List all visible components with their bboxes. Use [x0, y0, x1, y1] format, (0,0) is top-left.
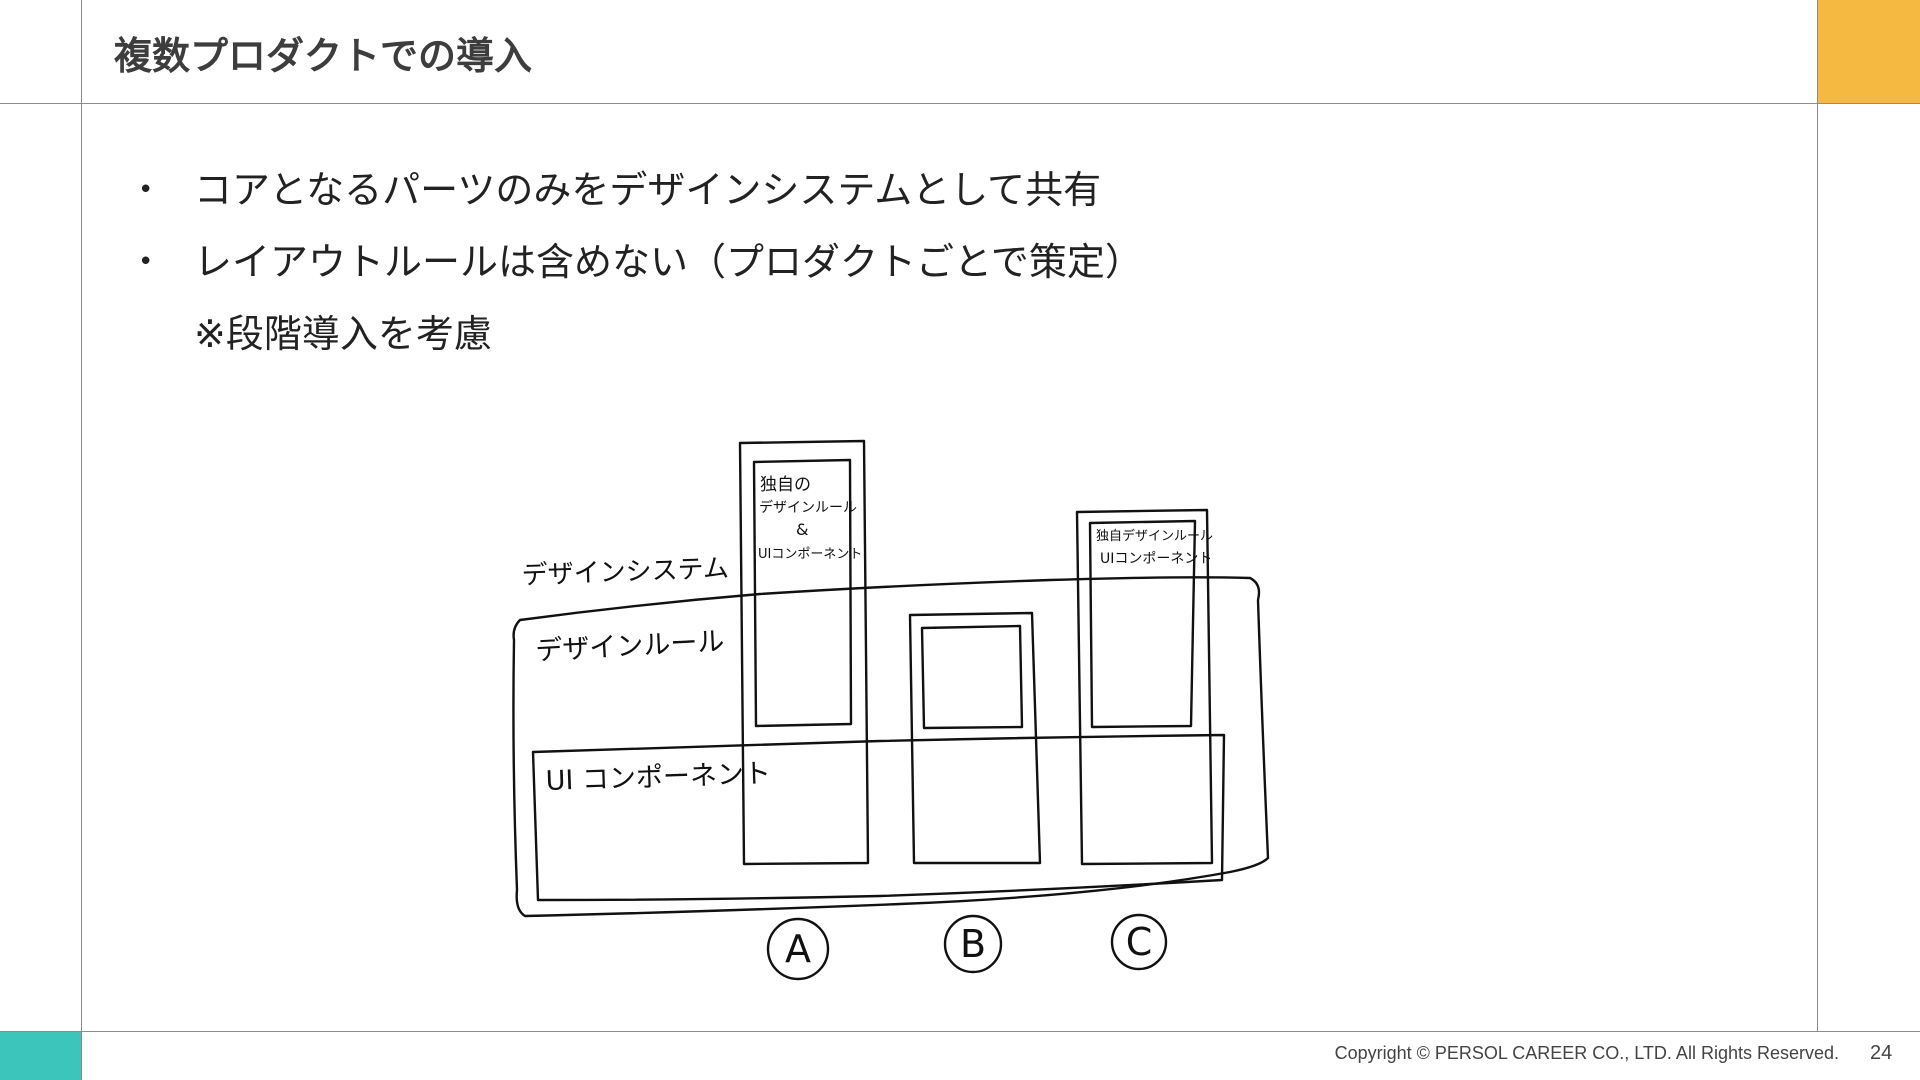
product-b-letter: B — [960, 922, 986, 966]
product-c-circle — [1110, 913, 1168, 971]
footer-divider — [0, 1031, 1920, 1032]
product-c-box-line: UIコンポーネント — [1100, 551, 1212, 567]
page-number: 24 — [1870, 1042, 1893, 1064]
left-margin-line — [81, 0, 82, 1080]
product-a-inner-box — [752, 458, 853, 728]
product-a-circle — [766, 917, 830, 981]
header-divider — [0, 103, 1920, 104]
product-c-box-line: 独自デザインルール — [1096, 528, 1213, 544]
product-a-box-line: & — [796, 520, 808, 539]
bullet-marker: • — [138, 247, 154, 277]
product-a-box-line: デザインルール — [759, 499, 857, 516]
component-layer-box — [531, 733, 1226, 902]
product-a-box-line: UIコンポーネント — [758, 547, 862, 562]
bullet-item: • コアとなるパーツのみをデザインシステムとして共有 — [138, 160, 1143, 232]
bullet-item: • レイアウトルールは含めない（プロダクトごとで策定） — [138, 232, 1143, 304]
bullet-text: コアとなるパーツのみをデザインシステムとして共有 — [194, 168, 1102, 212]
bullet-text: レイアウトルールは含めない（プロダクトごとで策定） — [194, 240, 1143, 284]
product-c-column — [1075, 508, 1214, 866]
note-text: ※段階導入を考慮 — [194, 312, 492, 356]
bullet-list: • コアとなるパーツのみをデザインシステムとして共有 • レイアウトルールは含め… — [138, 160, 1143, 376]
slide-title: 複数プロダクトでの導入 — [114, 34, 533, 78]
accent-orange-block — [1817, 0, 1920, 103]
component-layer-label: UI コンポーネント — [545, 758, 771, 797]
copyright-text: Copyright © PERSOL CAREER CO., LTD. All … — [1334, 1043, 1839, 1063]
product-b-circle — [943, 914, 1003, 974]
product-a-box-line: 独自の — [760, 475, 811, 495]
bullet-marker: • — [138, 175, 154, 205]
design-system-boundary — [512, 576, 1270, 918]
design-rule-layer-label: デザインルール — [535, 626, 725, 667]
accent-teal-block — [0, 1032, 81, 1080]
product-c-inner-box — [1088, 519, 1197, 729]
product-a-letter: A — [785, 927, 811, 971]
product-b-inner-box — [920, 624, 1024, 730]
product-b-column — [908, 611, 1042, 865]
product-c-letter: C — [1126, 920, 1153, 964]
design-system-label: デザインシステム — [521, 554, 729, 591]
right-margin-line — [1817, 0, 1818, 1032]
product-a-column — [738, 439, 870, 866]
